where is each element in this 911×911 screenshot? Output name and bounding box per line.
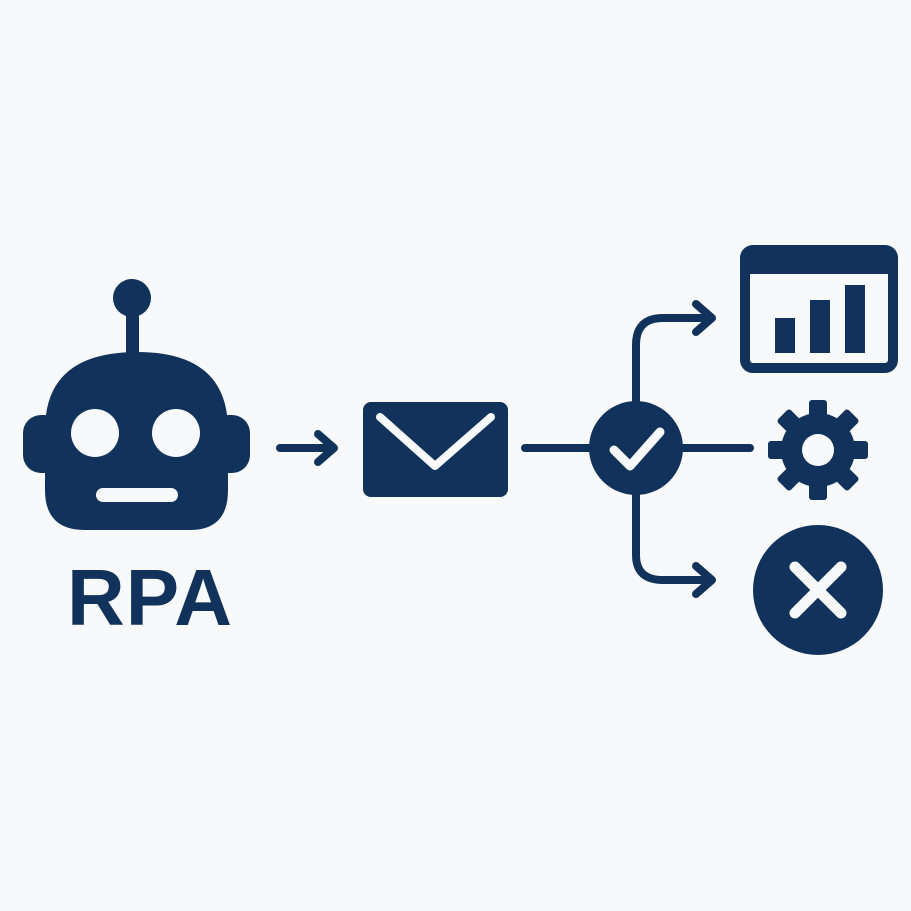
gear-icon — [768, 400, 868, 500]
robot-icon — [23, 279, 250, 530]
arrow-robot-to-email — [276, 430, 338, 466]
bar-chart-window-icon — [740, 245, 898, 373]
close-circle-icon — [753, 525, 883, 655]
rpa-label: RPA — [67, 553, 233, 642]
arrow-branch-up — [632, 300, 716, 406]
arrow-branch-down — [632, 490, 716, 598]
check-circle-icon — [589, 401, 683, 495]
envelope-icon — [363, 402, 508, 497]
